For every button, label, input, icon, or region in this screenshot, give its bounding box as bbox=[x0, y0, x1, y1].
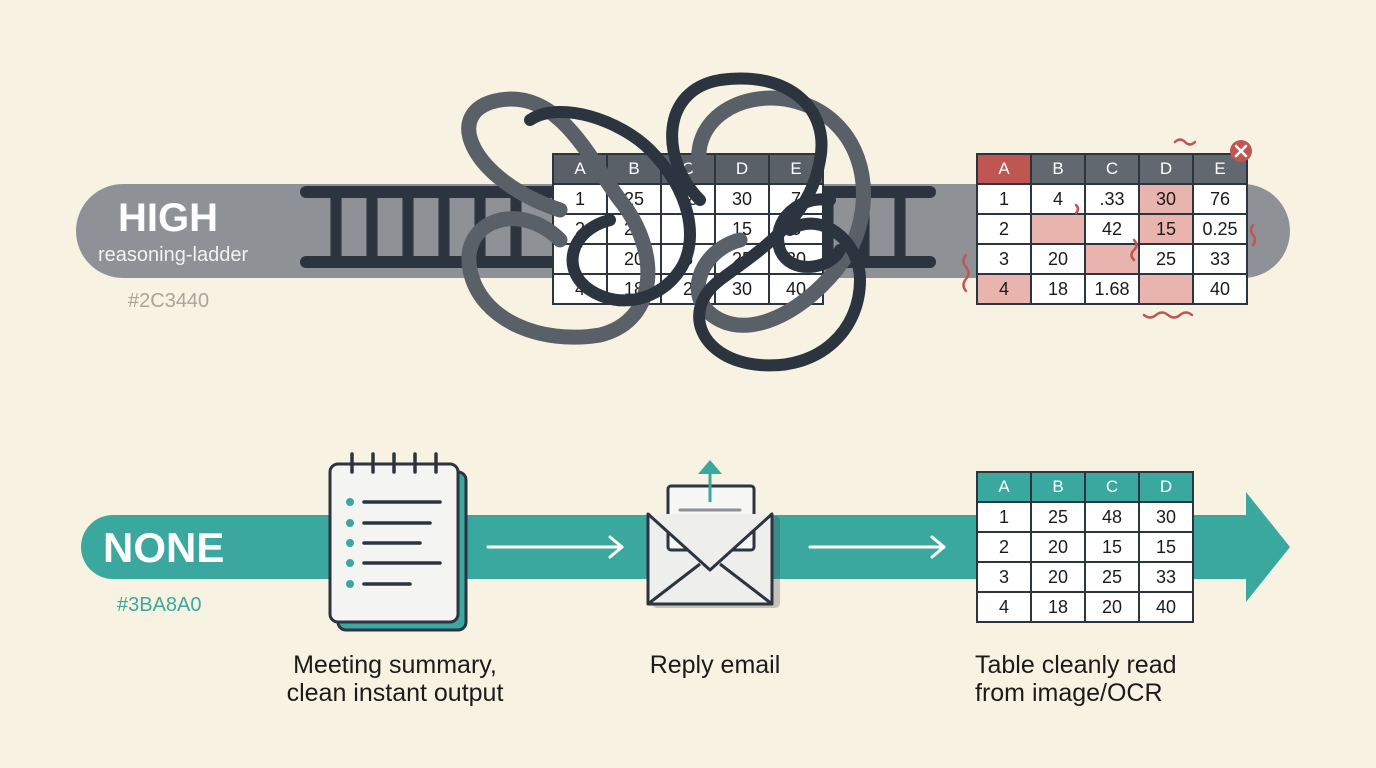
table-cell: 1 bbox=[976, 183, 1032, 215]
squiggle-mark bbox=[1142, 311, 1194, 319]
clean-table: A B C D 1 25 48 30 2 20 15 15 3 20 25 33… bbox=[976, 471, 1194, 623]
table-cell: .33 bbox=[1084, 183, 1140, 215]
table-cell: 25 bbox=[1138, 243, 1194, 275]
table-cell: 20 bbox=[1030, 531, 1086, 563]
squiggle-mark bbox=[1074, 203, 1080, 215]
arrow-right-icon bbox=[486, 535, 624, 559]
table-cell: 20 bbox=[1084, 591, 1140, 623]
table-cell: 30 bbox=[1138, 501, 1194, 533]
table-cell: 2 bbox=[976, 213, 1032, 245]
broken-header-c: C bbox=[1084, 153, 1140, 185]
clean-header-b: B bbox=[1030, 471, 1086, 503]
table-cell: 0.25 bbox=[1192, 213, 1248, 245]
table-cell-error bbox=[1084, 243, 1140, 275]
table-row: 2 42 15 0.25 bbox=[976, 213, 1248, 245]
caption-line: Reply email bbox=[649, 651, 781, 679]
broken-table: A B C D E 1 4 .33 30 76 2 42 15 0.25 3 2… bbox=[976, 153, 1248, 305]
notepad-icon bbox=[328, 452, 468, 632]
table-cell: 15 bbox=[1138, 531, 1194, 563]
arrow-right-icon bbox=[808, 535, 946, 559]
table-cell: 48 bbox=[1084, 501, 1140, 533]
table-cell: 40 bbox=[1138, 591, 1194, 623]
caption-table-ocr: Table cleanly read from image/OCR bbox=[975, 651, 1235, 707]
squiggle-mark bbox=[1173, 138, 1197, 146]
table-row: 4 18 1.68 40 bbox=[976, 273, 1248, 305]
table-row: 3 20 25 33 bbox=[976, 243, 1248, 275]
table-row: 1 4 .33 30 76 bbox=[976, 183, 1248, 215]
table-cell: 20 bbox=[1030, 243, 1086, 275]
clean-header-c: C bbox=[1084, 471, 1140, 503]
table-row: 3 20 25 33 bbox=[976, 561, 1194, 593]
broken-table-marks bbox=[962, 138, 1257, 319]
table-cell: 2 bbox=[976, 531, 1032, 563]
caption-line: clean instant output bbox=[286, 679, 504, 707]
table-cell: 1 bbox=[976, 501, 1032, 533]
squiggle-mark bbox=[1249, 223, 1257, 247]
envelope-icon bbox=[646, 460, 780, 608]
table-cell: 40 bbox=[1192, 273, 1248, 305]
broken-header-b: B bbox=[1030, 153, 1086, 185]
table-cell: 25 bbox=[1084, 561, 1140, 593]
table-cell: 42 bbox=[1084, 213, 1140, 245]
clean-header-a: A bbox=[976, 471, 1032, 503]
high-title: HIGH bbox=[118, 196, 218, 240]
tangle-lines bbox=[461, 72, 871, 372]
high-hex-label: #2C3440 bbox=[128, 290, 210, 312]
table-cell: 18 bbox=[1030, 273, 1086, 305]
table-row: 1 25 48 30 bbox=[976, 501, 1194, 533]
messy-header-b: B bbox=[606, 153, 662, 185]
table-cell: 20 bbox=[1030, 561, 1086, 593]
broken-header-a: A bbox=[976, 153, 1032, 185]
messy-header-d: D bbox=[714, 153, 770, 185]
table-cell: 1.68 bbox=[1084, 273, 1140, 305]
none-title: NONE bbox=[103, 524, 225, 571]
table-cell: 25 bbox=[1030, 501, 1086, 533]
table-cell: 3 bbox=[976, 243, 1032, 275]
table-cell: 3 bbox=[976, 561, 1032, 593]
broken-header-d: D bbox=[1138, 153, 1194, 185]
table-cell-error bbox=[1138, 273, 1194, 305]
caption-line: Meeting summary, bbox=[293, 651, 497, 679]
table-cell: 18 bbox=[1030, 591, 1086, 623]
table-cell: 76 bbox=[1192, 183, 1248, 215]
table-cell: 33 bbox=[1138, 561, 1194, 593]
high-subtitle: reasoning-ladder bbox=[98, 244, 249, 266]
caption-line: Table cleanly read bbox=[975, 651, 1177, 679]
table-cell-error: 4 bbox=[976, 273, 1032, 305]
table-cell-error: 15 bbox=[1138, 213, 1194, 245]
table-cell: 30 bbox=[714, 183, 770, 215]
caption-reply-email: Reply email bbox=[640, 651, 790, 679]
table-cell-error: 30 bbox=[1138, 183, 1194, 215]
squiggle-mark bbox=[962, 253, 970, 293]
caption-meeting-summary: Meeting summary, clean instant output bbox=[270, 651, 520, 707]
none-hex-label: #3BA8A0 bbox=[117, 594, 202, 616]
table-cell: 15 bbox=[1084, 531, 1140, 563]
close-icon bbox=[1230, 140, 1252, 162]
table-row: 2 20 15 15 bbox=[976, 531, 1194, 563]
table-cell: 4 bbox=[976, 591, 1032, 623]
squiggle-mark bbox=[1130, 238, 1138, 262]
table-row: 4 18 20 40 bbox=[976, 591, 1194, 623]
table-cell-error bbox=[1030, 213, 1086, 245]
table-cell: 33 bbox=[1192, 243, 1248, 275]
clean-header-d: D bbox=[1138, 471, 1194, 503]
caption-line: from image/OCR bbox=[975, 679, 1163, 707]
